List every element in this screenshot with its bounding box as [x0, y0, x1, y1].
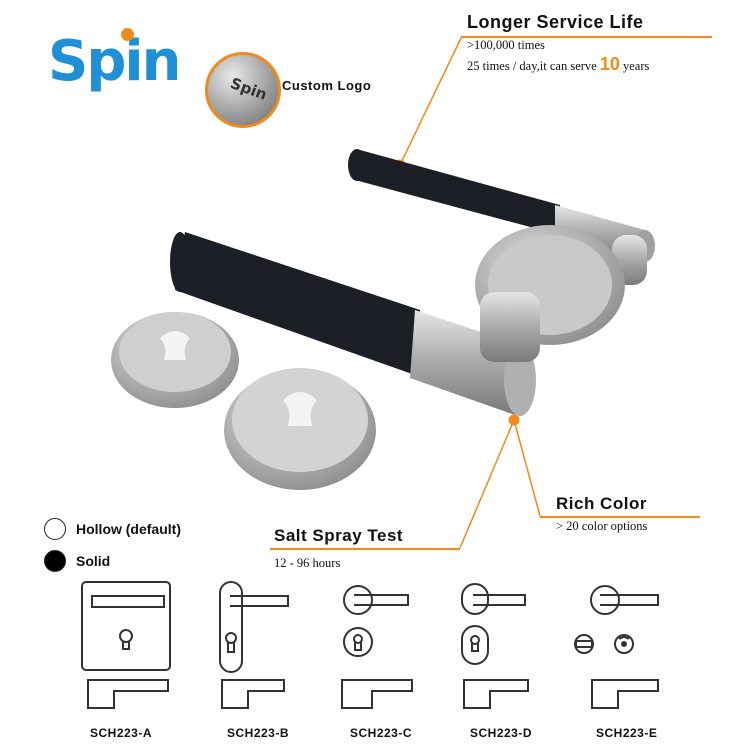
service-life-leader — [399, 35, 463, 166]
brand-logo-text: Spin — [48, 29, 181, 94]
legend-hollow-label: Hollow (default) — [76, 521, 181, 537]
model-a-diagram — [81, 581, 171, 709]
rich-color-leader — [513, 419, 541, 517]
model-name-b: SCH223-B — [227, 726, 290, 740]
escutcheon-left — [111, 312, 239, 408]
model-name-e: SCH223-E — [596, 726, 658, 740]
rich-color-title: Rich Color — [556, 494, 647, 513]
front-handle — [170, 232, 540, 416]
salt-spray-leader — [459, 419, 515, 549]
model-e-diagram — [574, 585, 659, 709]
salt-spray-line: 12 - 96 hours — [274, 556, 341, 570]
solid-circle-icon — [44, 550, 66, 572]
rich-color-rule — [540, 516, 700, 518]
escutcheon-right — [224, 368, 376, 490]
service-life-title: Longer Service Life — [467, 12, 644, 32]
model-diagrams — [81, 581, 659, 709]
salt-spray-title: Salt Spray Test — [274, 526, 404, 545]
service-life-rule — [462, 36, 712, 38]
legend-solid-label: Solid — [76, 553, 111, 569]
brand-logo: Spin — [48, 28, 181, 90]
service-life-line2-suffix: years — [623, 59, 650, 73]
rich-color-line: > 20 color options — [556, 519, 648, 533]
hollow-circle-icon — [44, 518, 66, 540]
custom-logo-label: Custom Logo — [282, 78, 372, 93]
service-life-years-number: 10 — [599, 54, 620, 74]
model-name-c: SCH223-C — [350, 726, 413, 740]
custom-logo-inset: Spin — [205, 52, 281, 128]
model-c-diagram — [341, 585, 413, 709]
model-name-a: SCH223-A — [90, 726, 153, 740]
service-life-line2: 25 times / day,it can serve 10 years — [467, 54, 649, 75]
logo-dot — [121, 28, 134, 41]
model-b-diagram — [219, 581, 289, 709]
service-life-line1: >100,000 times — [467, 38, 545, 52]
model-name-d: SCH223-D — [470, 726, 533, 740]
model-d-diagram — [461, 583, 529, 709]
legend-solid: Solid — [44, 550, 110, 572]
legend-hollow: Hollow (default) — [44, 518, 181, 540]
service-life-line2-prefix: 25 times / day,it can serve — [467, 59, 597, 73]
salt-spray-rule — [270, 548, 460, 550]
